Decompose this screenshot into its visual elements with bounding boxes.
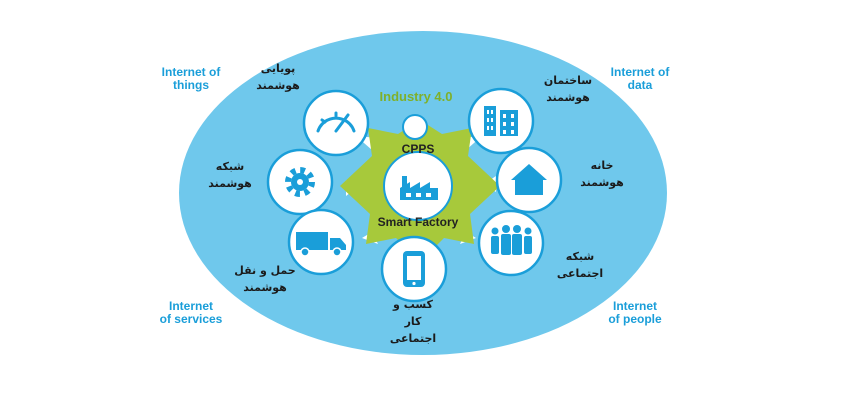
corner-line: data bbox=[627, 78, 653, 92]
node-label-line: هوشمند bbox=[208, 177, 252, 190]
label-smart-home: خانه هوشمند bbox=[562, 157, 642, 191]
label-internet-of-people: Internet of people bbox=[580, 300, 690, 326]
label-social-network: شبکه اجتماعی bbox=[540, 248, 620, 282]
corner-line: of people bbox=[608, 312, 662, 326]
node-label-line: کسب و bbox=[393, 298, 433, 311]
smartphone-icon bbox=[403, 251, 425, 287]
gear-icon bbox=[285, 167, 315, 197]
people-icon bbox=[491, 225, 532, 255]
node-label-line: ساختمان bbox=[543, 74, 593, 87]
corner-line: Internet of bbox=[610, 65, 670, 79]
node-label-line: کار bbox=[404, 315, 422, 328]
house-icon bbox=[511, 164, 547, 195]
node-label-line: هوشمند bbox=[243, 281, 287, 294]
buildings-icon bbox=[484, 106, 518, 136]
label-smart-grid: شبکه هوشمند bbox=[190, 158, 270, 192]
node-smart-mobility bbox=[302, 89, 370, 157]
factory-icon bbox=[400, 176, 438, 200]
node-label-line: خانه bbox=[590, 159, 614, 172]
corner-line: Internet of bbox=[161, 65, 221, 79]
node-label-line: پویایی bbox=[260, 62, 296, 75]
label-internet-of-data: Internet of data bbox=[585, 66, 695, 92]
label-smart-mobility: پویایی هوشمند bbox=[238, 60, 318, 94]
node-label-line: حمل و نقل bbox=[234, 264, 296, 277]
node-label-line: هوشمند bbox=[580, 176, 624, 189]
node-label-line: شبکه bbox=[565, 250, 595, 263]
node-label-line: هوشمند bbox=[546, 91, 590, 104]
label-internet-of-services: Internet of services bbox=[136, 300, 246, 326]
corner-line: things bbox=[173, 78, 209, 92]
speedometer-icon bbox=[316, 111, 356, 133]
corner-line: of services bbox=[159, 312, 223, 326]
label-internet-of-things: Internet of things bbox=[136, 66, 246, 92]
top-connector-circle bbox=[402, 114, 428, 140]
node-label-line: اجتماعی bbox=[556, 267, 604, 280]
label-smart-building: ساختمان هوشمند bbox=[528, 72, 608, 106]
label-social-business: کسب و کار اجتماعی bbox=[368, 296, 458, 347]
truck-icon bbox=[296, 232, 346, 257]
label-smart-logistics: حمل و نقل هوشمند bbox=[225, 262, 305, 296]
industry-label: Industry 4.0 bbox=[380, 89, 453, 104]
node-label-line: شبکه bbox=[215, 160, 245, 173]
corner-line: Internet bbox=[168, 299, 213, 313]
node-label-line: اجتماعی bbox=[389, 332, 437, 345]
cpps-label: CPPS bbox=[402, 142, 435, 156]
smart-factory-label: Smart Factory bbox=[378, 215, 459, 229]
node-label-line: هوشمند bbox=[256, 79, 300, 92]
corner-line: Internet bbox=[612, 299, 657, 313]
